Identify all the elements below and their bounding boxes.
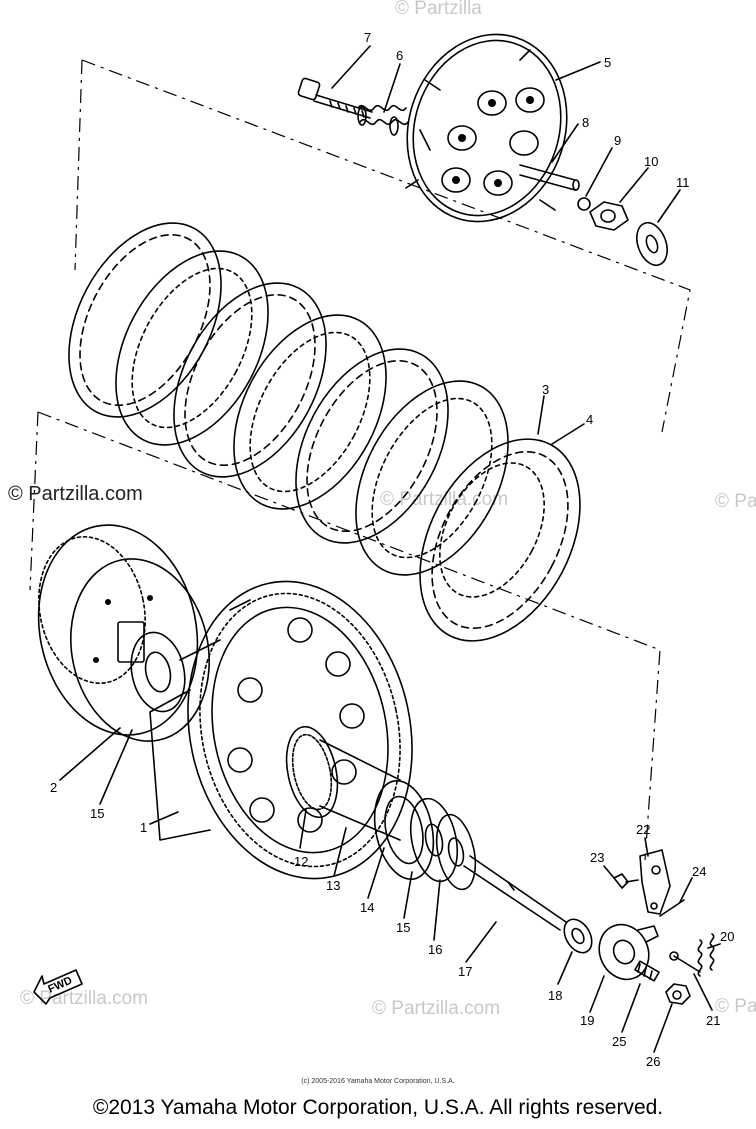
watermark-right-edge: © Partzilla.com [715, 491, 756, 512]
callout-6: 6 [396, 48, 403, 63]
watermark-top: © Partzilla [395, 0, 482, 19]
callout-8: 8 [582, 115, 589, 130]
callout-22: 22 [636, 822, 650, 837]
part-9-ball [577, 197, 591, 211]
leader-lines [59, 45, 721, 1053]
watermark-right-edge-low: © Partzilla.com [715, 996, 756, 1017]
part-5-pressure-plate [405, 33, 568, 223]
part-1-clutch-housing [149, 580, 413, 880]
watermark-bottom-left: © Partzilla.com [20, 988, 148, 1009]
callout-numbers: 7 6 5 8 9 10 11 3 4 2 15 1 12 13 14 15 1… [50, 30, 734, 1069]
part-18-seal [563, 918, 593, 954]
watermark-main: © Partzilla.com [8, 483, 143, 505]
part-8-push-rod [519, 164, 580, 191]
callout-15-upper: 15 [90, 806, 104, 821]
callout-20: 20 [720, 929, 734, 944]
callout-13: 13 [326, 878, 340, 893]
callout-14: 14 [360, 900, 374, 915]
part-7-bolt [297, 77, 373, 119]
callout-7: 7 [364, 30, 371, 45]
part-26-lock-nut [665, 983, 691, 1005]
part-19-push-lever [598, 923, 659, 981]
part-17-push-rod [463, 855, 567, 931]
callout-16: 16 [428, 942, 442, 957]
small-copyright-notice: (c) 2005-2016 Yamaha Motor Corporation, … [301, 1078, 455, 1085]
callout-1: 1 [140, 820, 147, 835]
callout-3: 3 [542, 382, 549, 397]
callout-23: 23 [590, 850, 604, 865]
callout-25: 25 [612, 1034, 626, 1049]
part-22-lever-arm [639, 849, 671, 915]
part-11-washer [636, 221, 668, 267]
callout-26: 26 [646, 1054, 660, 1069]
copyright-notice: ©2013 Yamaha Motor Corporation, U.S.A. A… [92, 1096, 664, 1119]
watermark-mid-right: © Partzilla.com [380, 489, 508, 510]
callout-10: 10 [644, 154, 658, 169]
callout-19: 19 [580, 1013, 594, 1028]
callout-21: 21 [706, 1013, 720, 1028]
part-16-washer [435, 813, 477, 891]
callout-17: 17 [458, 964, 472, 979]
part-2-primary-driven-gear [37, 524, 211, 742]
callout-18: 18 [548, 988, 562, 1003]
part-15-thrust-washer-lower [409, 797, 459, 883]
fwd-arrow: FWD [33, 969, 83, 1005]
callout-9: 9 [614, 133, 621, 148]
part-6-spring [357, 104, 409, 136]
callout-11: 11 [676, 175, 690, 190]
part-10-nut [589, 201, 629, 231]
part-15-thrust-washer-upper [130, 631, 186, 713]
watermark-bottom-right: © Partzilla.com [372, 998, 500, 1019]
callout-5: 5 [604, 55, 611, 70]
callout-4: 4 [586, 412, 593, 427]
part-21-screw [669, 951, 701, 973]
assembly-guide-lines [29, 59, 691, 861]
part-23-screw [613, 873, 639, 889]
callout-2: 2 [50, 780, 57, 795]
callout-12: 12 [294, 854, 308, 869]
part-20-spring [697, 933, 715, 977]
callout-15-lower: 15 [396, 920, 410, 935]
part-25-adjust-screw [634, 960, 660, 982]
part-12-clutch-boss [285, 725, 339, 819]
callout-24: 24 [692, 864, 706, 879]
clutch-plate-stack [68, 222, 581, 642]
